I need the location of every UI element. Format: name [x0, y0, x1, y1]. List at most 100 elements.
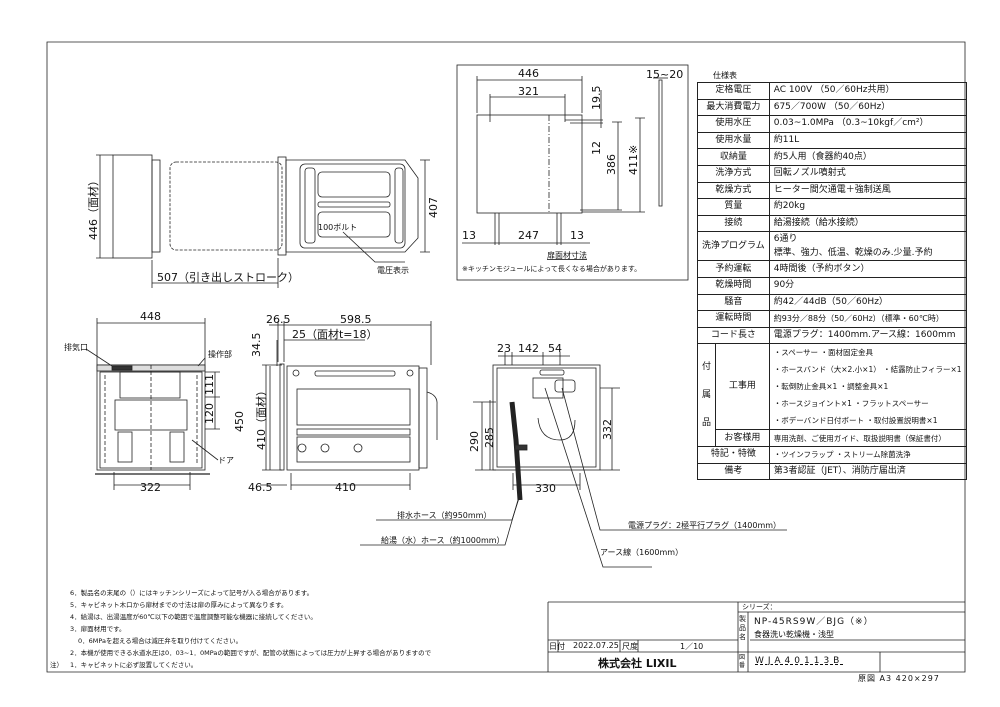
paper-size: 原図 A3 420×297: [858, 674, 940, 683]
dim-507-stroke: 507（引き出しストローク）: [157, 270, 299, 284]
dim-25-panel: 25（面材t=18）: [292, 327, 378, 341]
spec-label: 使用水圧: [697, 115, 770, 133]
front-view: [85, 318, 220, 490]
product-type: 食器洗い乾燥機・浅型: [754, 630, 834, 639]
dim-34-5: 34.5: [250, 333, 263, 358]
spec-row: 収納量約5人用（食器約40点）: [697, 148, 967, 166]
dim-332: 332: [601, 419, 614, 440]
dim-330: 330: [535, 482, 556, 495]
spec-row: 接続給湯接続（給水接続）: [697, 214, 967, 233]
dim-120: 120: [203, 403, 216, 424]
spec-row: お客様用専用洗剤、ご使用ガイド、取扱説明書（保証書付）: [698, 429, 967, 447]
dim-15-20: 15~20: [646, 68, 683, 81]
note-3: 3．扉面材用です。: [70, 624, 126, 633]
spec-label: 運転時間: [697, 310, 770, 328]
spec-value: 回転ノズル噴射式: [768, 164, 967, 183]
dim-142: 142: [518, 342, 539, 355]
dim-19-5: 19.5: [590, 86, 603, 111]
spec-value: 約93分／88分（50／60Hz）（標準・60℃時）: [768, 310, 967, 328]
control-panel-label: 操作部: [208, 349, 232, 359]
dim-23: 23: [497, 342, 511, 355]
spec-label: 騒音: [697, 293, 770, 312]
spec-label: 工事用: [715, 343, 770, 431]
dim-410: 410: [335, 481, 356, 494]
door-panel-title: 扉面材寸法: [547, 250, 587, 260]
scale-value: 1／10: [680, 642, 704, 651]
spec-row: コード長さ電源プラグ：1400mm.アース線：1600mm: [697, 326, 967, 345]
date-value: 2022.07.25: [573, 641, 619, 650]
spec-row: 騒音約42／44dB（50／60Hz）: [697, 293, 967, 312]
door-panel-note: ※キッチンモジュールによって長くなる場合があります。: [462, 264, 641, 273]
drain-hose-label: 排水ホース（約950mm）: [397, 510, 491, 520]
date-label: 日付: [549, 642, 565, 651]
accessory-item: ・転倒防止金具×1 ・調整金具×1: [773, 382, 889, 392]
spec-label: 洗浄方式: [697, 164, 770, 183]
notes-prefix: 注）: [50, 660, 63, 669]
company-name: 株式会社 LIXIL: [598, 657, 677, 670]
door-label: ドア: [218, 456, 234, 465]
note-2: 2．本機が使用できる水道水圧は0．03~1．0MPaの範囲ですが、配管の状態によ…: [70, 648, 432, 657]
spec-row: 運転時間約93分／88分（50／60Hz）（標準・60℃時）: [697, 310, 967, 328]
side-view: [260, 321, 438, 490]
spec-label: コード長さ: [697, 326, 770, 345]
spec-label: 収納量: [697, 148, 770, 166]
door-panel-drawing: [456, 64, 689, 281]
spec-label: 備考: [697, 462, 770, 481]
spec-value: 4時間後（予約ボタン）: [768, 260, 967, 278]
dim-321: 321: [518, 85, 539, 98]
back-view: [360, 352, 787, 568]
spec-value: ・スペーサー ・面材固定金具 ・ホースバンド（大×2.小×1） ・結露防止フィラ…: [768, 343, 967, 431]
exhaust-port-label: 排気口: [64, 342, 88, 352]
spec-row: 乾燥方式ヒーター間欠通電＋強制送風: [697, 181, 967, 200]
spec-row: 質量約20kg: [697, 198, 967, 216]
spec-value: 約20kg: [768, 198, 967, 216]
dim-290: 290: [468, 431, 481, 452]
accessory-item: ・ホースバンド（大×2.小×1） ・結露防止フィラー×1: [773, 365, 962, 375]
dim-26-5: 26.5: [266, 313, 291, 326]
spec-value: 6通り標準、強力、低温、乾燥のみ.少量.予約: [768, 231, 967, 262]
spec-label: 乾燥方式: [697, 181, 770, 200]
spec-row: 特記・特徴・ツインフラップ ・ストリーム除菌洗浄: [697, 445, 967, 464]
spec-label: 接続: [697, 214, 770, 233]
title-block: [547, 601, 965, 672]
voltage-mark: 100ボルト: [318, 223, 357, 232]
dim-450: 450: [233, 411, 246, 432]
dim-446: 446: [518, 67, 539, 80]
spec-label: 付属品: [696, 343, 717, 447]
spec-row: 使用水量約11L: [697, 131, 967, 150]
spec-table-title: 仕様表: [713, 71, 737, 80]
spec-value: 約42／44dB（50／60Hz）: [768, 293, 967, 312]
spec-label: 予約運転: [697, 260, 770, 278]
note-6: 6．製品名の末尾の（）にはキッチンシリーズによって記号が入る場合があります。: [70, 588, 313, 597]
spec-value: 電源プラグ：1400mm.アース線：1600mm: [768, 326, 967, 345]
dim-410-panel: 410（面材）: [254, 385, 268, 450]
dim-13-left: 13: [462, 229, 476, 242]
dim-285: 285: [483, 427, 496, 448]
spec-row-accessories: 付属品 工事用 ・スペーサー ・面材固定金具 ・ホースバンド（大×2.小×1） …: [696, 343, 967, 447]
dim-411: 411※: [627, 145, 640, 175]
top-view: [96, 154, 430, 288]
accessory-item: ・ボデーバンド日付ボート ・取付設置説明書×1: [773, 416, 938, 426]
spec-label: 使用水量: [697, 131, 770, 150]
drawing-number: WJA40113B: [755, 656, 844, 666]
voltage-label: 電圧表示: [377, 265, 409, 275]
spec-value: 約5人用（食器約40点）: [768, 148, 967, 166]
series-label: シリーズ：: [742, 603, 777, 611]
note-5: 5．キャビネット木口から扉材までの寸法は扉の厚みによって異なります。: [70, 600, 287, 609]
earth-wire-label: アース線（1600mm）: [600, 547, 683, 557]
spec-value-line: 6通り: [773, 234, 798, 245]
spec-value: ヒーター間欠通電＋強制送風: [768, 181, 967, 200]
spec-row: 備考第3者認証（JET）、消防庁届出済: [697, 462, 967, 481]
dim-247: 247: [518, 229, 539, 242]
spec-value: 専用洗剤、ご使用ガイド、取扱説明書（保証書付）: [768, 429, 967, 447]
product-name-label: 製品名: [739, 615, 746, 641]
spec-value: ・ツインフラップ ・ストリーム除菌洗浄: [768, 445, 967, 464]
dim-446-panel: 446（面材）: [86, 175, 100, 240]
note-2b: 0．6MPaを超える場合は減圧弁を取り付けてください。: [78, 636, 242, 645]
